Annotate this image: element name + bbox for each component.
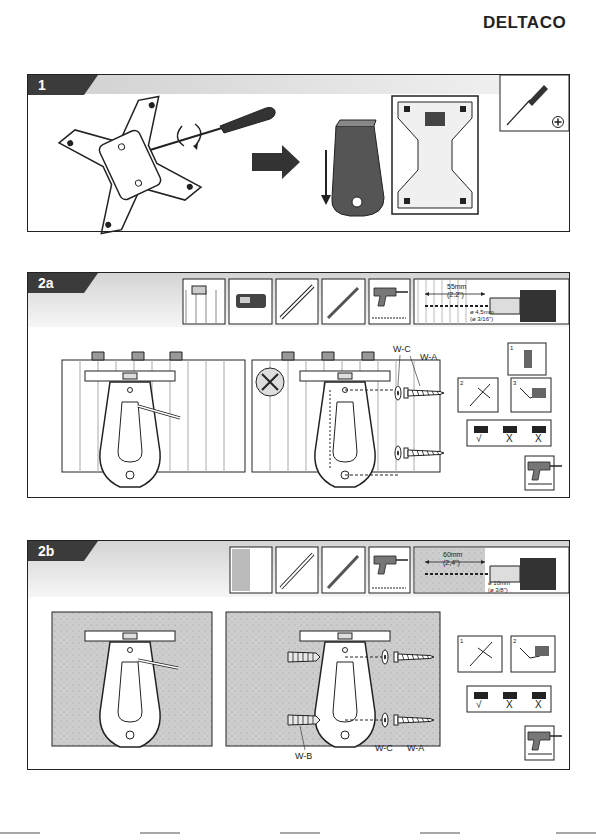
- dimension: 60mm: [443, 551, 462, 558]
- cross-mark: X: [506, 700, 513, 710]
- substep-number: 3: [513, 380, 516, 386]
- dimension: 55mm: [447, 283, 466, 290]
- cross-mark: X: [506, 434, 513, 444]
- drill-size: (ø 3/16"): [470, 316, 493, 322]
- step-number: 2a: [28, 273, 98, 293]
- cross-mark: X: [535, 700, 542, 710]
- dimension: (2,4"): [443, 559, 460, 566]
- cross-mark: X: [535, 434, 542, 444]
- part-code: W-B: [295, 752, 312, 761]
- substep-number: 1: [460, 638, 463, 644]
- step-panel: 2a: [27, 272, 570, 498]
- brand-logo: DELTACO: [483, 14, 566, 31]
- check-mark: √: [476, 434, 482, 444]
- step-number: 1: [28, 75, 98, 95]
- check-mark: √: [476, 700, 482, 710]
- step-panel: 2b: [27, 540, 570, 770]
- part-code: W-A: [420, 353, 437, 362]
- step-number: 2b: [28, 541, 98, 561]
- drill-size: ø 4,5mm: [470, 309, 494, 315]
- drill-size: ø 10mm: [488, 580, 510, 586]
- substep-number: 2: [460, 380, 463, 386]
- substep-number: 1: [510, 345, 513, 351]
- part-code: W-C: [393, 345, 411, 354]
- part-code: W-A: [407, 744, 424, 753]
- substep-number: 2: [513, 638, 516, 644]
- part-code: W-C: [375, 744, 393, 753]
- drill-size: (ø 3/8"): [488, 587, 508, 593]
- dimension: (2.2"): [447, 291, 464, 298]
- step-panel: 1: [27, 74, 570, 232]
